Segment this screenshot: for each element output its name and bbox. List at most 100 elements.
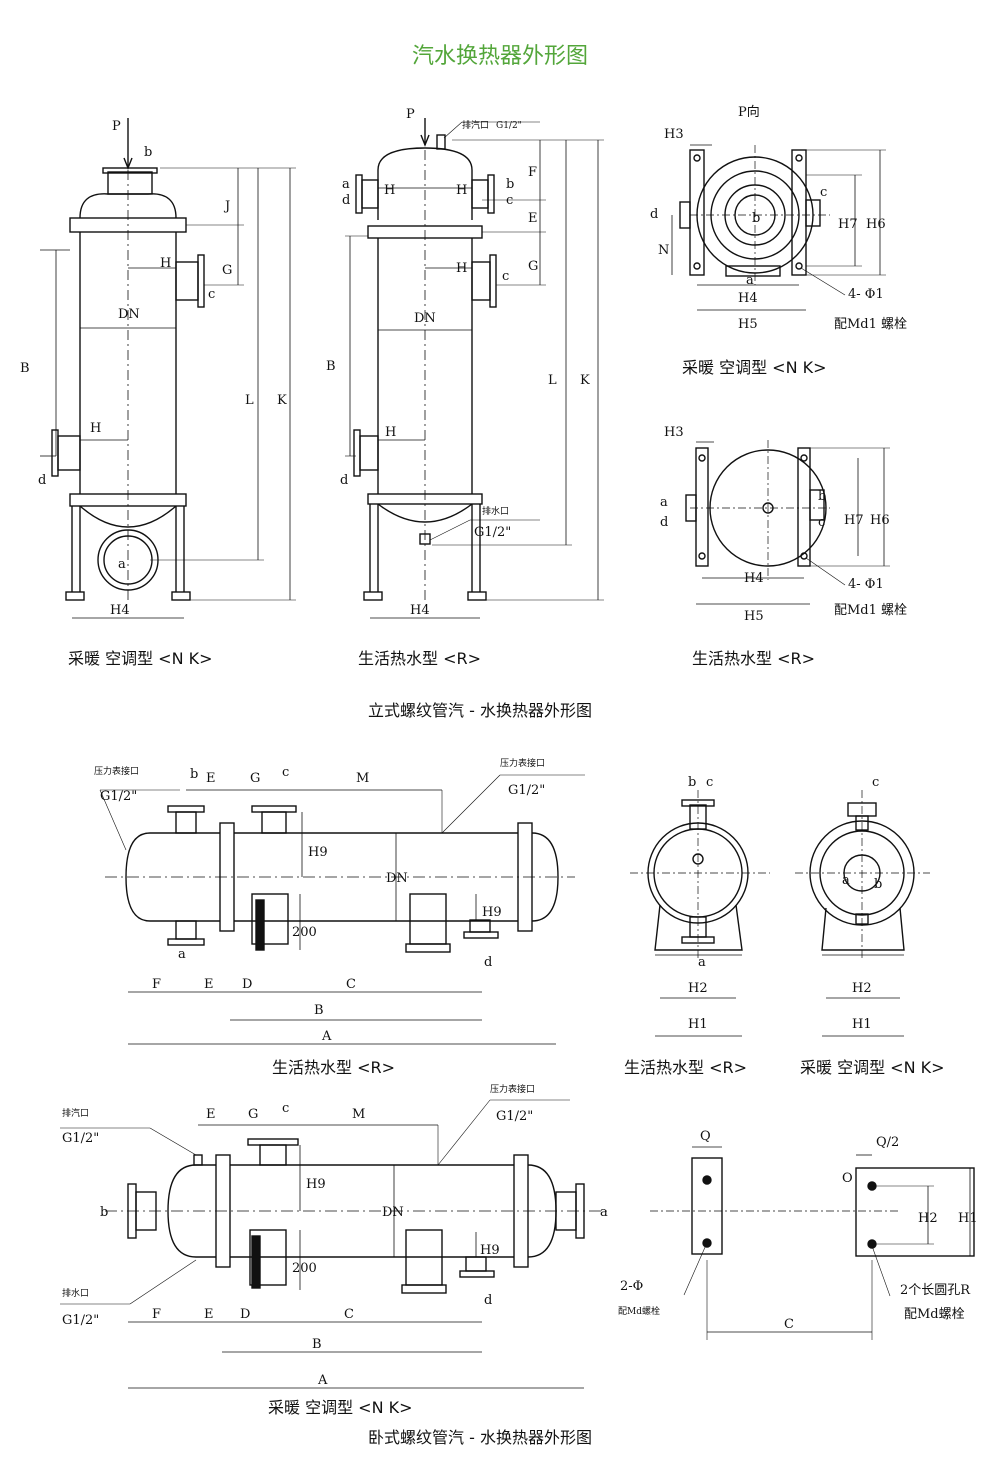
label-k: K: [277, 393, 287, 408]
label-e: E: [204, 1307, 214, 1322]
label-h: H: [456, 261, 467, 276]
horizontal-r-exchanger: [99, 774, 585, 1045]
label-h1: H1: [852, 1017, 872, 1032]
label-p: P: [112, 119, 121, 134]
label-e: E: [528, 211, 538, 226]
gauge-size: G1/2": [100, 789, 137, 804]
support-detail-views: [650, 1146, 975, 1340]
label-f: F: [152, 977, 161, 992]
label-l: L: [548, 373, 557, 388]
label-dn: DN: [382, 1205, 404, 1220]
label-a-dim: A: [317, 1373, 328, 1388]
label-c: c: [282, 1101, 289, 1116]
label-h6: H6: [866, 217, 886, 232]
label-h: H: [385, 425, 396, 440]
label-h9: H9: [480, 1243, 500, 1258]
label-h: H: [384, 183, 395, 198]
label-p-dir: P向: [738, 104, 760, 120]
vertical-nk-exchanger: [40, 118, 296, 619]
label-d: d: [340, 473, 348, 488]
label-phi2: 2-Φ: [620, 1279, 643, 1294]
caption-vertical-r-view: 生活热水型 <R>: [692, 649, 816, 668]
drain-label: 排水口: [482, 505, 509, 517]
label-b: b: [100, 1205, 108, 1220]
label-a: a: [842, 873, 850, 888]
vertical-r-top-view: [685, 440, 890, 605]
gauge-label: 压力表接口: [500, 757, 545, 769]
caption-vertical-nk: 采暖 空调型 <N K>: [68, 649, 213, 668]
caption-end-nk: 采暖 空调型 <N K>: [800, 1058, 945, 1077]
caption-horizontal-r: 生活热水型 <R>: [272, 1058, 396, 1077]
label-a: a: [746, 273, 754, 288]
label-h2: H2: [688, 981, 708, 996]
label-b-dim: B: [20, 361, 30, 376]
label-b-dim: B: [314, 1003, 324, 1018]
label-200: 200: [292, 1261, 317, 1276]
label-c: c: [872, 775, 879, 790]
label-b: b: [874, 877, 882, 892]
label-c: c: [502, 269, 509, 284]
label-e: E: [206, 771, 216, 786]
label-200: 200: [292, 925, 317, 940]
label-a: a: [698, 955, 706, 970]
caption-vertical-r: 生活热水型 <R>: [358, 649, 482, 668]
label-md1: 配Md1 螺栓: [834, 317, 907, 332]
label-h4: H4: [410, 603, 430, 618]
section-caption-vertical: 立式螺纹管汽 - 水换热器外形图: [368, 701, 592, 720]
caption-vertical-nk-view: 采暖 空调型 <N K>: [682, 358, 827, 377]
label-d: d: [342, 193, 350, 208]
label-h: H: [90, 421, 101, 436]
label-phi1: 4- Φ1: [848, 577, 884, 592]
label-md: 配Md螺栓: [618, 1305, 660, 1317]
label-h2: H2: [918, 1211, 938, 1226]
label-g: G: [248, 1107, 258, 1122]
label-h9: H9: [308, 845, 328, 860]
vent-size: G1/2": [62, 1131, 99, 1146]
label-md1: 配Md1 螺栓: [834, 603, 907, 618]
vertical-nk-top-view: [671, 144, 886, 311]
label-h7: H7: [838, 217, 858, 232]
label-f: F: [152, 1307, 161, 1322]
label-b: b: [144, 145, 152, 160]
label-g: G: [250, 771, 260, 786]
label-h2: H2: [852, 981, 872, 996]
vent-size: G1/2": [496, 121, 522, 131]
section-caption-horizontal: 卧式螺纹管汽 - 水换热器外形图: [368, 1428, 592, 1447]
gauge-label: 压力表接口: [94, 765, 139, 777]
label-m: M: [352, 1107, 365, 1122]
label-h3: H3: [664, 425, 684, 440]
label-b: b: [752, 211, 760, 226]
label-dn: DN: [386, 871, 408, 886]
vertical-r-exchanger: [345, 118, 604, 619]
label-h: H: [160, 256, 171, 271]
label-n: N: [658, 243, 669, 258]
label-j: J: [223, 199, 230, 214]
label-c: c: [820, 185, 827, 200]
label-h7: H7: [844, 513, 864, 528]
label-d-dim: D: [242, 977, 252, 992]
label-m: M: [356, 771, 369, 786]
label-h4: H4: [744, 571, 764, 586]
label-h4: H4: [110, 603, 130, 618]
label-e: E: [204, 977, 214, 992]
horizontal-end-view-nk: [795, 790, 930, 1037]
label-c-dim: C: [784, 1317, 794, 1332]
label-c: c: [506, 193, 513, 208]
label-b-dim: B: [312, 1337, 322, 1352]
label-h9: H9: [482, 905, 502, 920]
label-p: P: [406, 107, 415, 122]
label-a: a: [660, 495, 668, 510]
gauge-size: G1/2": [496, 1109, 533, 1124]
label-d-dim: D: [240, 1307, 250, 1322]
label-h5: H5: [744, 609, 764, 624]
label-slot: 2个长圆孔R: [900, 1283, 971, 1298]
label-e: E: [206, 1107, 216, 1122]
label-d: d: [660, 515, 668, 530]
horizontal-nk-exchanger: [60, 1099, 610, 1389]
label-phi1: 4- Φ1: [848, 287, 884, 302]
label-d: d: [484, 955, 492, 970]
label-d: d: [484, 1293, 492, 1308]
label-h6: H6: [870, 513, 890, 528]
label-h1: H1: [688, 1017, 708, 1032]
